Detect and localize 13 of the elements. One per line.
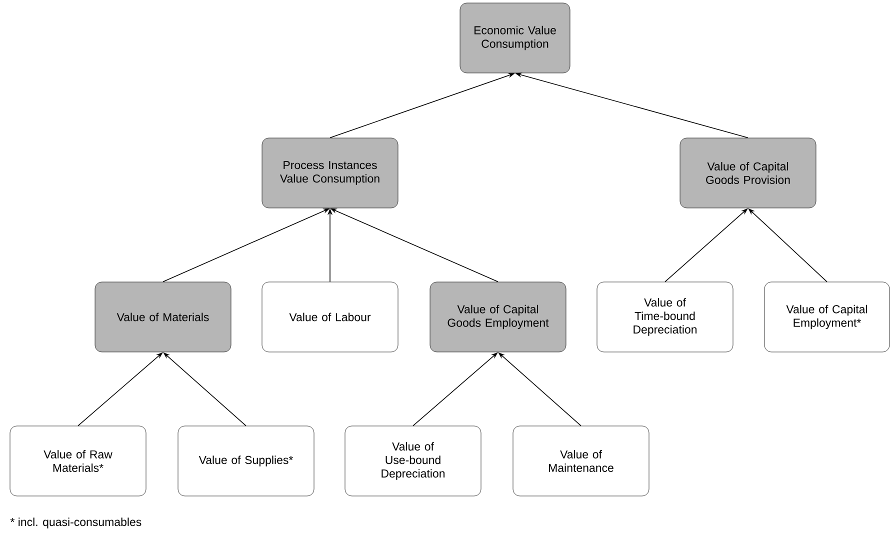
concept-box: Economic Value Consumption	[460, 2, 570, 74]
concept-box: Value of Raw Materials*	[10, 426, 146, 496]
concept-box: Value of Time-bound Depreciation	[596, 282, 734, 352]
concept-box: Value of Use-bound Depreciation	[344, 426, 482, 496]
concept-box: Value of Materials	[94, 282, 232, 352]
concept-box: Value of Labour	[262, 282, 398, 352]
footnote: * incl. quasi-consumables	[10, 518, 142, 528]
concept-box: Value of Maintenance	[512, 426, 650, 496]
concept-box: Value of Capital Goods Provision	[680, 138, 816, 208]
concept-box: Value of Supplies*	[178, 426, 314, 496]
concept-box: Process Instances Value Consumption	[262, 138, 398, 208]
concept-box: Value of Capital Employment*	[764, 282, 890, 352]
concept-box: Value of Capital Goods Employment	[430, 282, 566, 352]
